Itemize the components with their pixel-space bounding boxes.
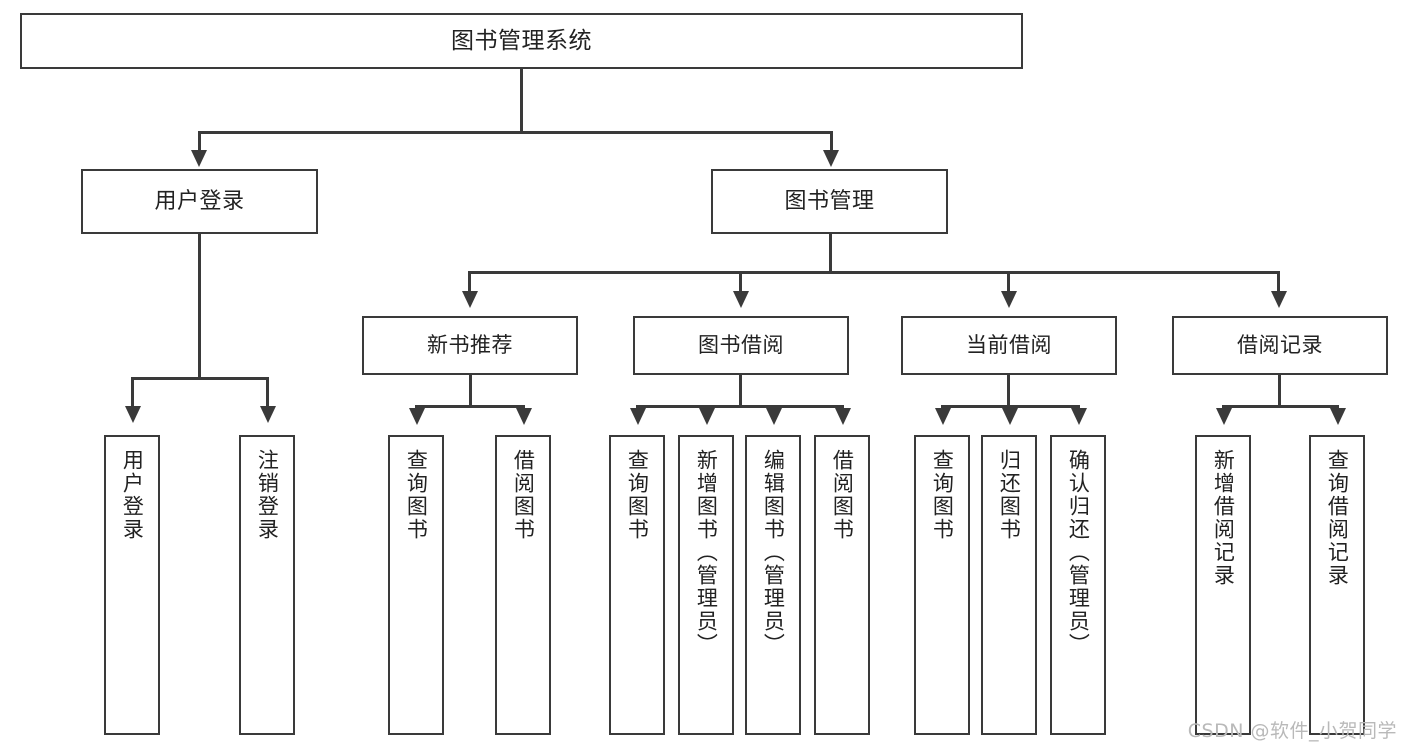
node-label: 编辑图书（管理员） [761, 449, 786, 656]
node-label: 用户登录 [154, 188, 245, 214]
leaf-current-borrow-confirm-return-admin[interactable]: 确认归还（管理员） [1050, 435, 1106, 735]
node-label: 用户登录 [120, 449, 145, 541]
connector-root-stem [520, 69, 523, 132]
node-label: 新增借阅记录 [1211, 449, 1236, 587]
arrowhead-borrow-records-leaf-1 [1216, 408, 1232, 425]
connector-book-mgmt-to-records [1277, 271, 1280, 293]
connector-current-borrow-stem [1007, 375, 1010, 407]
watermark-text: CSDN @软件_小贺同学 [1187, 720, 1397, 742]
node-label: 图书借阅 [698, 333, 784, 358]
leaf-book-borrow-query-books[interactable]: 查询图书 [609, 435, 665, 735]
node-label: 新增图书（管理员） [694, 449, 719, 656]
node-label: 归还图书 [997, 449, 1022, 541]
node-user-login[interactable]: 用户登录 [81, 169, 318, 234]
leaf-borrow-records-add-record[interactable]: 新增借阅记录 [1195, 435, 1251, 735]
arrowhead-book-borrow-leaf-3 [766, 408, 782, 425]
node-label: 借阅图书 [830, 449, 855, 541]
arrowhead-current-borrow-leaf-3 [1071, 408, 1087, 425]
connector-root-bus [198, 131, 833, 134]
arrowhead-user-login-leaf-1 [125, 406, 141, 423]
connector-book-mgmt-bus [468, 271, 1280, 274]
node-current-borrow[interactable]: 当前借阅 [901, 316, 1117, 375]
connector-book-mgmt-stem [829, 234, 832, 272]
arrowhead-user-login-leaf-2 [260, 406, 276, 423]
leaf-user-login-login[interactable]: 用户登录 [104, 435, 160, 735]
arrowhead-new-book-leaf-2 [516, 408, 532, 425]
leaf-book-borrow-add-book-admin[interactable]: 新增图书（管理员） [678, 435, 734, 735]
connector-borrow-records-bus [1222, 405, 1339, 408]
node-label: 借阅图书 [511, 449, 536, 541]
node-label: 借阅记录 [1237, 333, 1323, 358]
leaf-new-book-borrow-books[interactable]: 借阅图书 [495, 435, 551, 735]
connector-root-to-user-login [198, 131, 201, 153]
connector-new-book-stem [469, 375, 472, 407]
node-label: 确认归还（管理员） [1066, 449, 1091, 656]
leaf-book-borrow-edit-book-admin[interactable]: 编辑图书（管理员） [745, 435, 801, 735]
node-label: 查询图书 [625, 449, 650, 541]
connector-new-book-bus [415, 405, 525, 408]
connector-user-login-bus [131, 377, 269, 380]
arrowhead-root-to-user-login [191, 150, 207, 167]
connector-book-mgmt-to-current [1007, 271, 1010, 293]
node-root-system[interactable]: 图书管理系统 [20, 13, 1023, 69]
leaf-book-borrow-borrow-books[interactable]: 借阅图书 [814, 435, 870, 735]
node-label: 查询图书 [930, 449, 955, 541]
node-label: 查询图书 [404, 449, 429, 541]
leaf-current-borrow-query-books[interactable]: 查询图书 [914, 435, 970, 735]
arrowhead-borrow-records-leaf-2 [1330, 408, 1346, 425]
connector-borrow-records-stem [1278, 375, 1281, 407]
arrowhead-book-borrow-leaf-1 [630, 408, 646, 425]
arrowhead-tier3-records [1271, 291, 1287, 308]
connector-root-to-book-mgmt [830, 131, 833, 153]
node-label: 新书推荐 [427, 333, 513, 358]
leaf-current-borrow-return-books[interactable]: 归还图书 [981, 435, 1037, 735]
node-label: 注销登录 [255, 449, 280, 541]
connector-user-login-stem [198, 234, 201, 378]
node-label: 当前借阅 [966, 333, 1052, 358]
arrowhead-root-to-book-mgmt [823, 150, 839, 167]
arrowhead-new-book-leaf-1 [409, 408, 425, 425]
connector-book-borrow-stem [739, 375, 742, 407]
connector-book-borrow-bus [636, 405, 844, 408]
connector-user-login-to-leaf-2 [266, 377, 269, 409]
node-book-borrow[interactable]: 图书借阅 [633, 316, 849, 375]
leaf-new-book-query-books[interactable]: 查询图书 [388, 435, 444, 735]
arrowhead-current-borrow-leaf-2 [1002, 408, 1018, 425]
connector-book-mgmt-to-new-book [468, 271, 471, 293]
leaf-user-login-logout[interactable]: 注销登录 [239, 435, 295, 735]
arrowhead-current-borrow-leaf-1 [935, 408, 951, 425]
connector-user-login-to-leaf-1 [131, 377, 134, 409]
node-new-book-recommend[interactable]: 新书推荐 [362, 316, 578, 375]
connector-book-mgmt-to-borrow [739, 271, 742, 293]
arrowhead-tier3-new-book [462, 291, 478, 308]
leaf-borrow-records-query-record[interactable]: 查询借阅记录 [1309, 435, 1365, 735]
node-label: 查询借阅记录 [1325, 449, 1350, 587]
node-label: 图书管理系统 [451, 27, 592, 54]
arrowhead-tier3-borrow [733, 291, 749, 308]
node-book-management[interactable]: 图书管理 [711, 169, 948, 234]
arrowhead-tier3-current [1001, 291, 1017, 308]
arrowhead-book-borrow-leaf-4 [835, 408, 851, 425]
arrowhead-book-borrow-leaf-2 [699, 408, 715, 425]
node-borrow-records[interactable]: 借阅记录 [1172, 316, 1388, 375]
node-label: 图书管理 [784, 188, 875, 214]
